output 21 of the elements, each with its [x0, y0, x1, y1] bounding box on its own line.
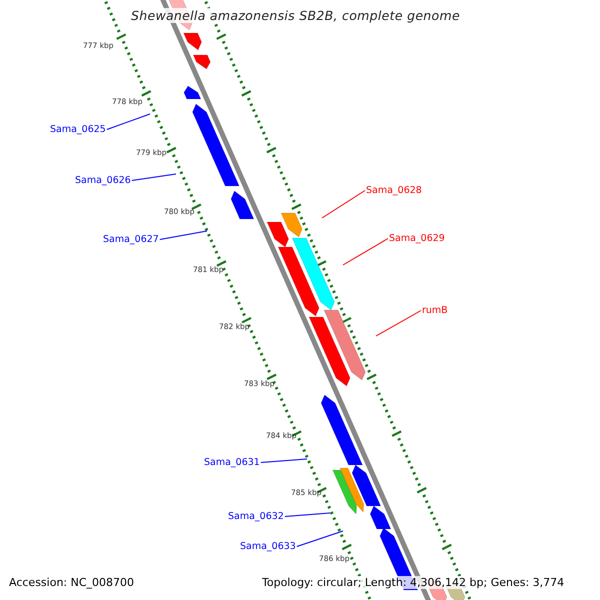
leader-line — [322, 190, 366, 218]
leader-line — [106, 114, 150, 130]
leader-line — [284, 512, 330, 517]
gene-label: Sama_0628 — [366, 185, 422, 196]
gene-label: Sama_0629 — [389, 233, 445, 244]
gene-label: Sama_0627 — [103, 234, 159, 245]
leader-line — [159, 230, 208, 240]
leader-line — [376, 310, 422, 336]
leader-line — [296, 530, 344, 547]
leader-line — [131, 174, 176, 181]
title: Shewanella amazonensis SB2B, complete genome — [131, 8, 460, 23]
gene-label: Sama_0625 — [50, 124, 106, 135]
info-text: Topology: circular; Length: 4,306,142 bp; Genes: 3,774 — [262, 576, 564, 589]
leader-line — [260, 458, 308, 463]
gene-label: Sama_0626 — [75, 175, 131, 186]
gene-label: rumB — [422, 305, 448, 316]
leader-line — [342, 238, 388, 266]
gene-label: Sama_0631 — [204, 457, 260, 468]
gene-label: Sama_0633 — [240, 541, 296, 552]
gene-label: Sama_0632 — [228, 511, 284, 522]
info-text: Accession: NC_008700 — [9, 576, 134, 589]
